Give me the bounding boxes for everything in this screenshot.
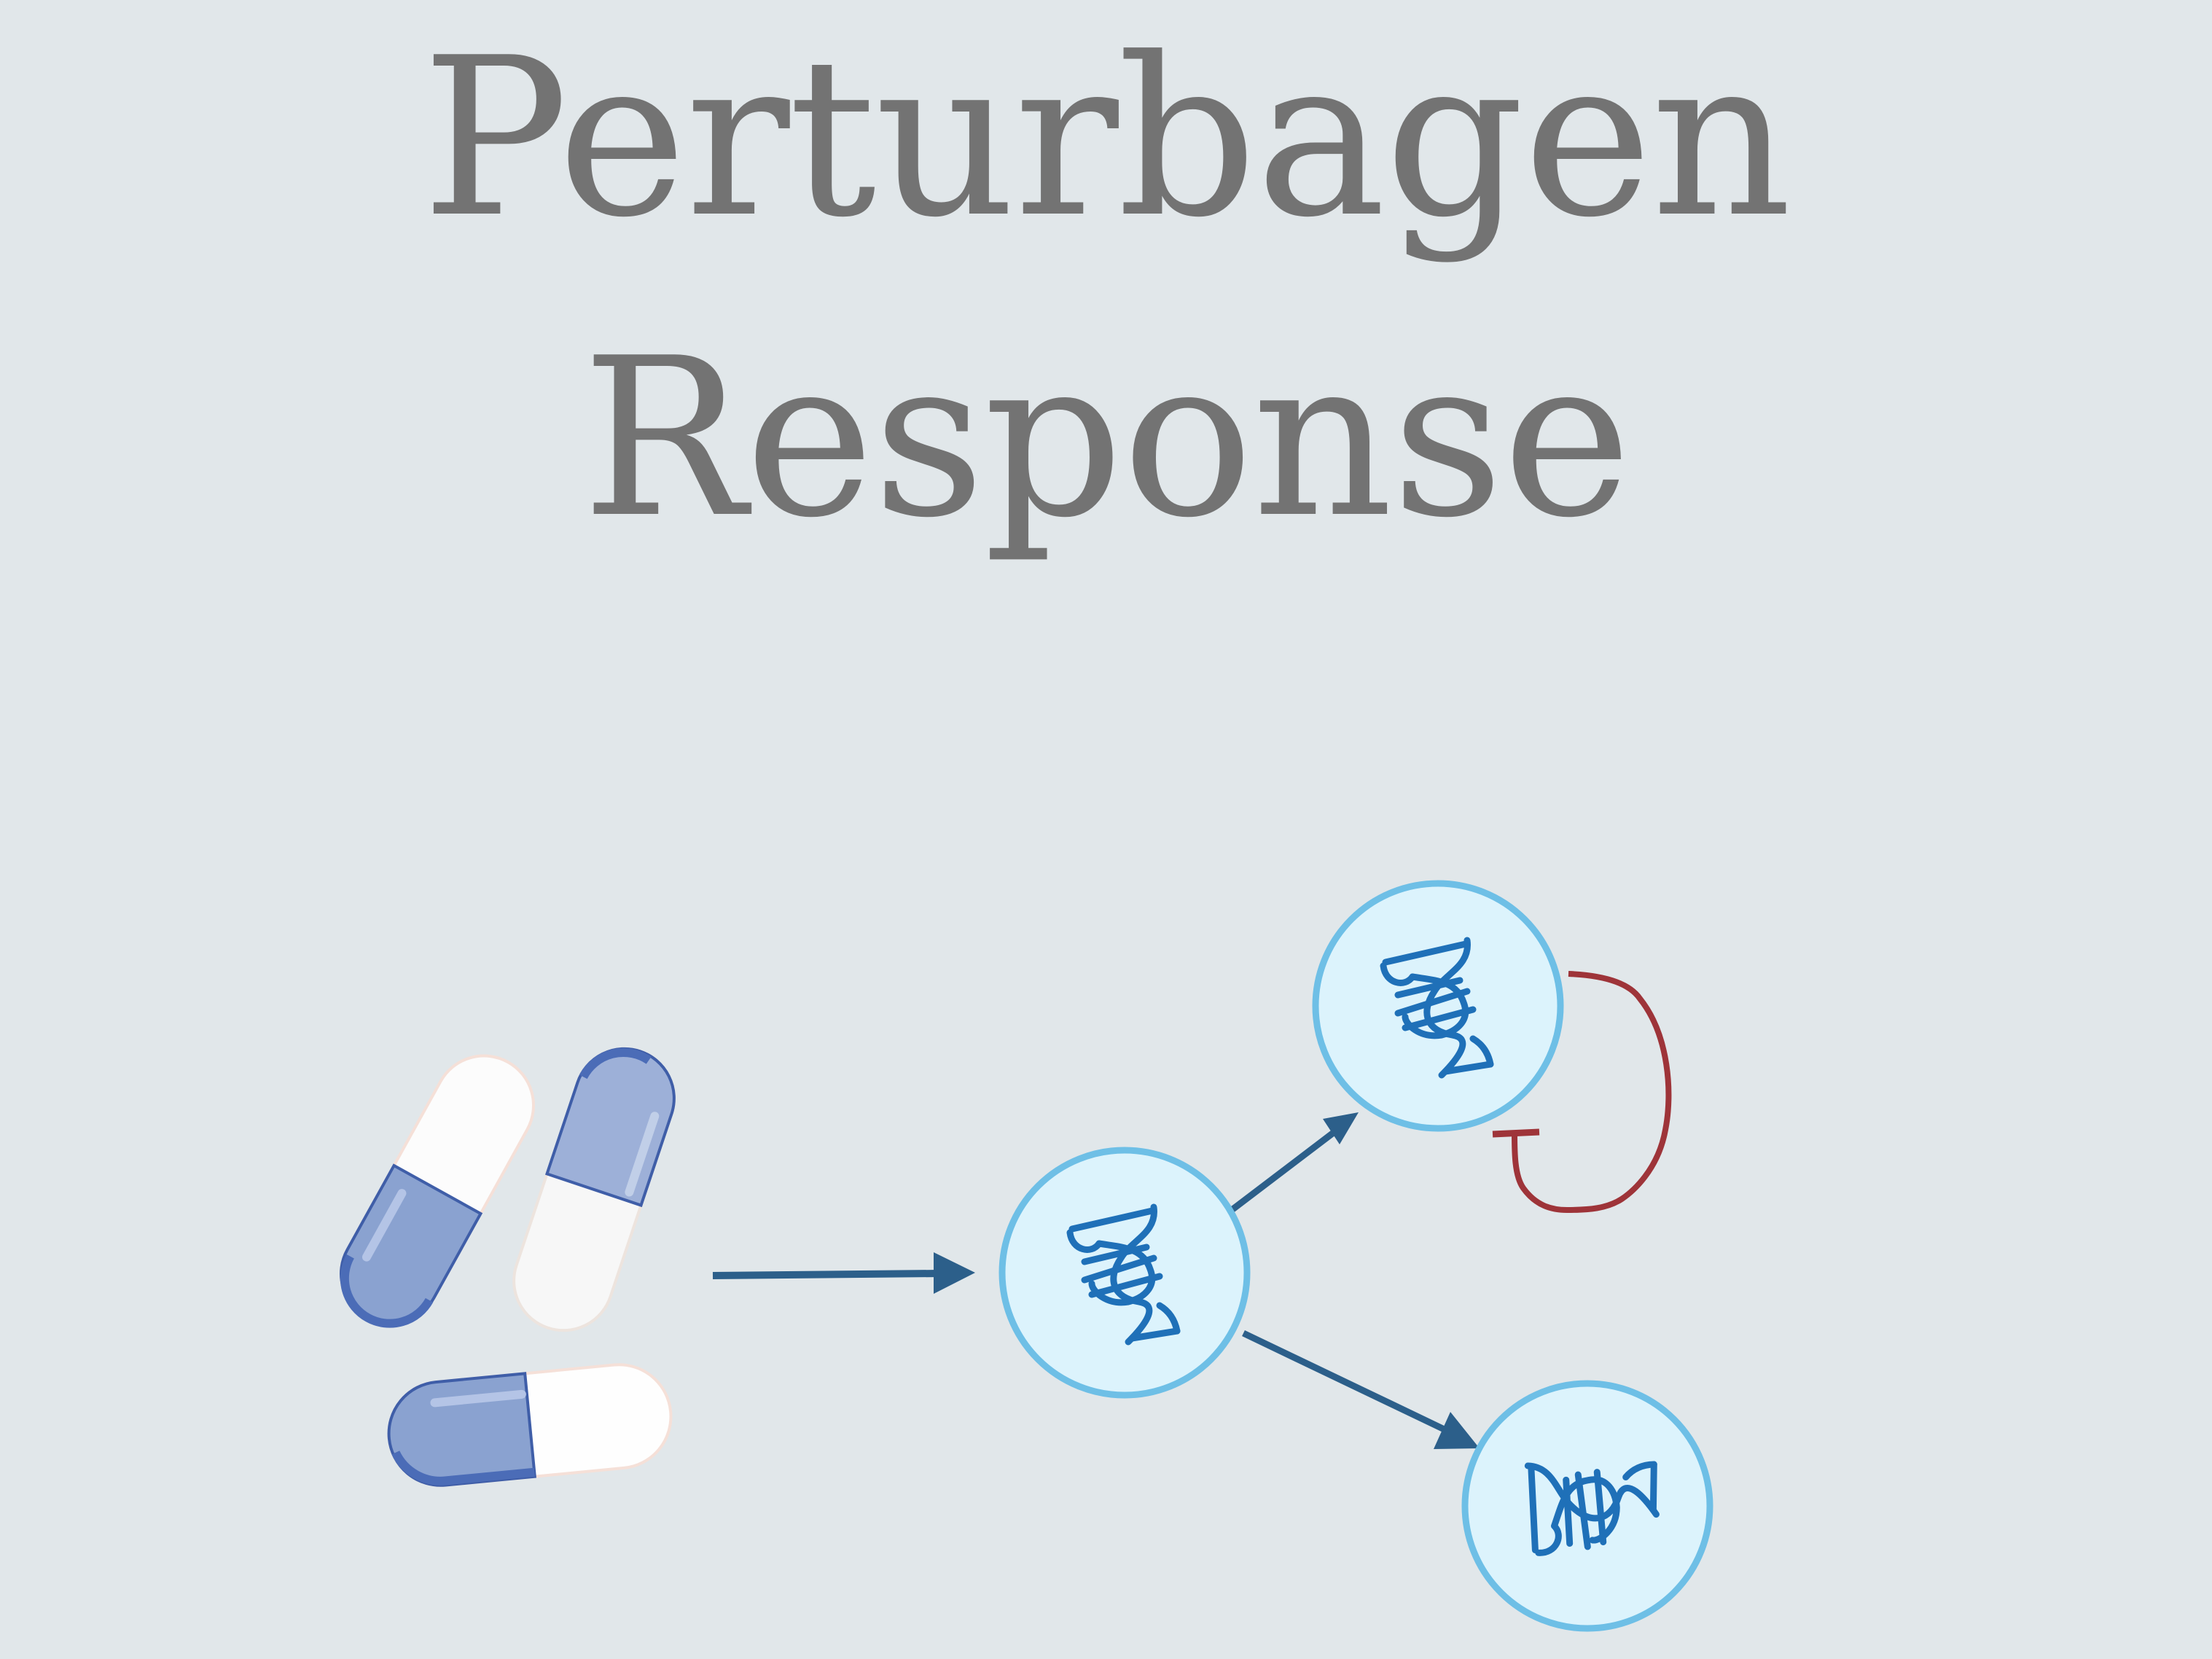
capsule-1 bbox=[340, 1054, 535, 1328]
capsules-icon bbox=[340, 1047, 676, 1487]
edge-source-to-lower bbox=[1242, 1330, 1480, 1449]
capsule-2 bbox=[512, 1047, 676, 1332]
edge-self-inhibition bbox=[1492, 971, 1672, 1214]
capsule-3 bbox=[387, 1363, 673, 1487]
node-target-gene-lower bbox=[1461, 1380, 1713, 1632]
node-target-gene-upper bbox=[1312, 880, 1564, 1132]
edge-source-to-upper bbox=[1230, 1112, 1359, 1213]
edge-perturbagen-to-source bbox=[712, 1252, 975, 1294]
node-source-gene bbox=[998, 1147, 1251, 1399]
title-line-2: Response bbox=[582, 311, 1632, 566]
title-line-1: Perturbagen bbox=[421, 11, 1791, 265]
